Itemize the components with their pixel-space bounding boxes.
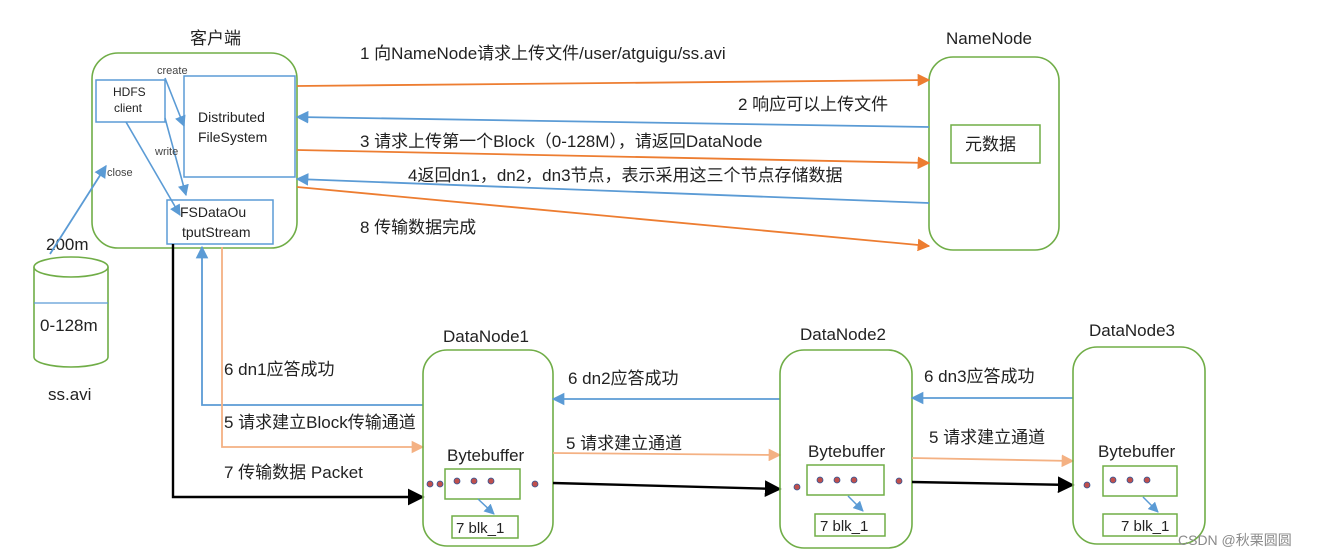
file-block-label: 0-128m (40, 316, 98, 335)
datanode1-block-arrow (477, 498, 495, 515)
create-arrow (164, 77, 186, 128)
client-title: 客户端 (190, 29, 241, 48)
step5-client-label: 5 请求建立Block传输通道 (224, 413, 416, 432)
metadata-box (950, 124, 1041, 164)
datanode2-buffer-label: Bytebuffer (808, 442, 886, 461)
step3-label: 3 请求上传第一个Block（0-128M），请返回DataNode (360, 132, 762, 151)
distributed-fs-box (183, 75, 296, 178)
step5-dn2-label: 5 请求建立通道 (929, 428, 1045, 447)
namenode-title: NameNode (946, 29, 1032, 48)
close-arrow (125, 121, 181, 216)
datanode1-block-box (451, 515, 519, 539)
datanode3-block-label: 7 blk_1 (1121, 518, 1169, 535)
datanode3-block-arrow (1142, 496, 1159, 513)
distributed-fs-line1: Distributed (198, 109, 265, 125)
datanode1-buffer-label: Bytebuffer (447, 446, 525, 465)
file-to-client-arrow (49, 164, 107, 255)
datanode3-packet-dots (1083, 476, 1151, 489)
step5-client-arrow (221, 247, 425, 454)
file-cylinder (33, 256, 109, 368)
datanode1-box (422, 349, 554, 547)
datanode3-title: DataNode3 (1089, 321, 1175, 340)
fsdata-stream-line2: tputStream (182, 224, 250, 240)
distributed-fs-line2: FileSystem (198, 129, 267, 145)
step6-dn1-arrow (195, 245, 423, 406)
step7-arrow (171, 244, 425, 506)
hdfs-client-line1: HDFS (113, 85, 146, 99)
step1-arrow (296, 73, 931, 87)
step2-arrow (295, 110, 930, 128)
fsdata-stream-box (166, 199, 274, 245)
data-dn2-dn3-arrow (911, 476, 1075, 494)
file-size-label: 200m (46, 235, 89, 254)
fsdata-stream-line1: FSDataOu (180, 204, 246, 220)
step5-dn1-label: 5 请求建立通道 (566, 434, 682, 453)
metadata-label: 元数据 (965, 135, 1016, 154)
hdfs-client-box (95, 79, 166, 123)
step8-arrow (296, 186, 931, 252)
step2-label: 2 响应可以上传文件 (738, 95, 888, 114)
step4-label: 4返回dn1，dn2，dn3节点，表示采用这三个节点存储数据 (408, 166, 843, 185)
datanode3-box (1072, 346, 1206, 545)
step8-label: 8 传输数据完成 (360, 218, 476, 237)
datanode2-block-box (814, 513, 886, 537)
datanode2-box (779, 349, 913, 549)
step4-arrow (295, 173, 930, 204)
namenode-box (928, 56, 1060, 251)
step6-dn1-label: 6 dn1应答成功 (224, 360, 335, 379)
datanode2-packet-dots (793, 476, 903, 491)
close-label: close (107, 167, 133, 179)
file-name: ss.avi (48, 385, 91, 404)
datanode2-block-arrow (847, 495, 864, 512)
step3-arrow (296, 149, 931, 170)
step7-label: 7 传输数据 Packet (224, 463, 363, 482)
write-label: write (154, 146, 178, 158)
datanode2-block-label: 7 blk_1 (820, 518, 868, 535)
step5-dn2-arrow (911, 454, 1075, 468)
datanode1-title: DataNode1 (443, 327, 529, 346)
datanode2-title: DataNode2 (800, 325, 886, 344)
watermark: CSDN @秋栗圆圆 (1178, 532, 1292, 548)
data-dn1-dn2-arrow (552, 480, 782, 497)
datanode3-buffer-label: Bytebuffer (1098, 442, 1176, 461)
step6-dn3-label: 6 dn3应答成功 (924, 367, 1035, 386)
datanode3-block-box (1102, 513, 1178, 537)
hdfs-client-line2: client (114, 101, 143, 115)
create-label: create (157, 65, 188, 77)
datanode1-packet-dots (426, 477, 539, 488)
datanode1-block-label: 7 blk_1 (456, 520, 504, 537)
write-arrow (164, 117, 189, 197)
step5-dn1-arrow (552, 448, 782, 462)
step1-label: 1 向NameNode请求上传文件/user/atguigu/ss.avi (360, 44, 726, 63)
step6-dn2-label: 6 dn2应答成功 (568, 369, 679, 388)
